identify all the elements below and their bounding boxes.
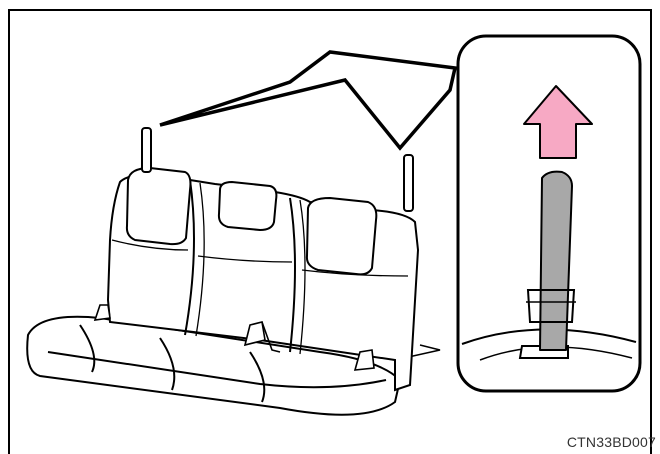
anchor-right bbox=[404, 155, 413, 211]
headrest-left bbox=[127, 168, 191, 244]
figure-code: CTN33BD007 bbox=[567, 434, 656, 450]
anchor-left bbox=[142, 128, 151, 172]
callout-line bbox=[160, 52, 455, 148]
headrest-right bbox=[307, 198, 376, 274]
headrest-center bbox=[219, 182, 276, 230]
tether-strap-icon bbox=[540, 172, 572, 350]
